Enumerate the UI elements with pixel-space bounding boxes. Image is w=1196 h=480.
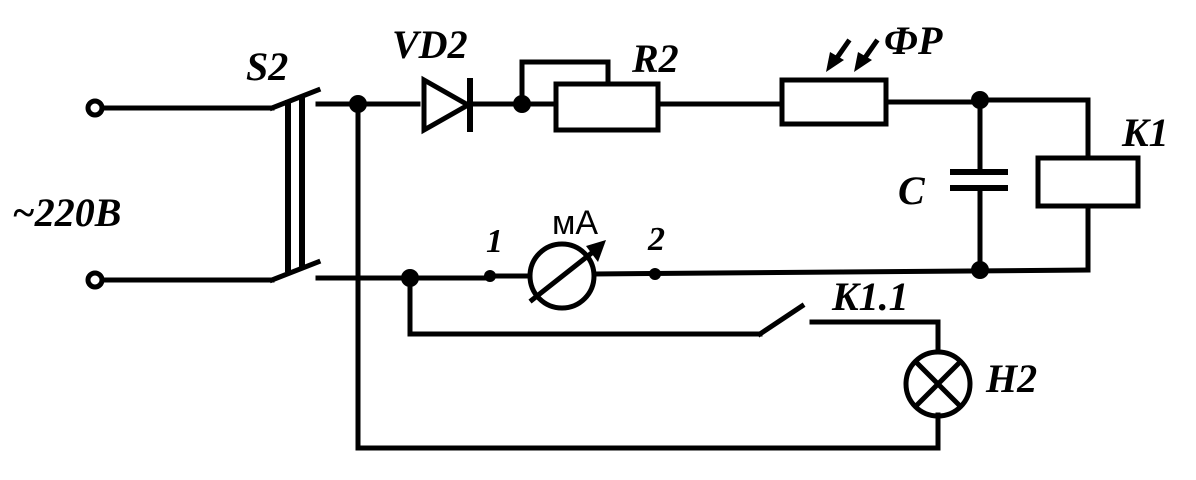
photoresistor-label: ФР (884, 18, 943, 63)
resistor-label: R2 (631, 36, 679, 81)
source-label: ~220B (12, 190, 121, 235)
meter-label: мА (552, 204, 598, 242)
capacitor-label: C (898, 168, 926, 213)
input-terminals (85, 98, 275, 290)
switch-s2 (268, 86, 493, 284)
left-feed (355, 101, 941, 451)
resistor-r2 (519, 59, 785, 133)
relay-label: K1 (1121, 110, 1169, 155)
relay-contact-k1-1 (407, 275, 941, 355)
contact-label: K1.1 (831, 274, 909, 319)
right-top-rail (977, 97, 1091, 161)
node1-label: 1 (486, 223, 503, 260)
meter-branch (487, 240, 1091, 311)
lamp-h2 (903, 349, 973, 419)
relay-k1 (1035, 155, 1141, 273)
terminal-top (85, 98, 105, 118)
terminal-bottom (85, 270, 105, 290)
capacitor-c (950, 97, 1008, 273)
lamp-label: H2 (985, 356, 1037, 401)
junctions (349, 91, 989, 287)
diode-label: VD2 (392, 22, 468, 67)
photoresistor-fr (779, 38, 983, 127)
diode-vd2 (421, 75, 559, 135)
node2-label: 2 (647, 221, 665, 258)
switch-label: S2 (246, 44, 288, 89)
